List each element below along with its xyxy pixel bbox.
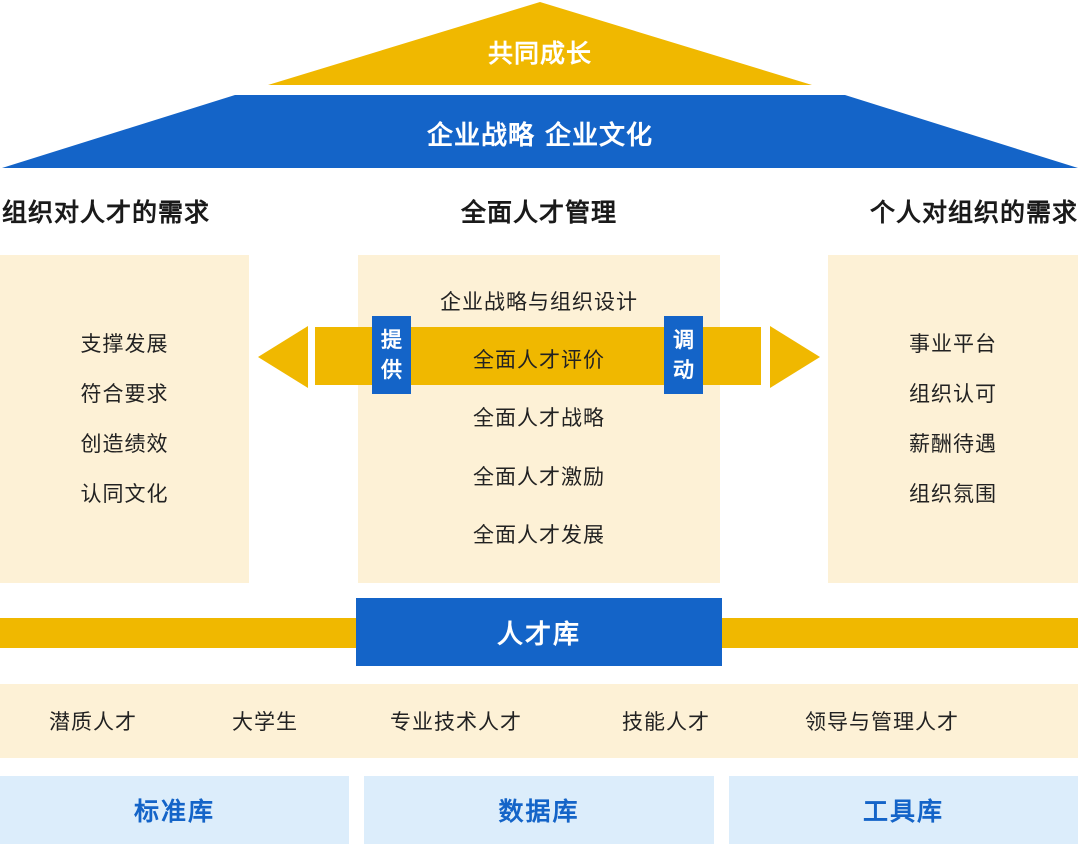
center-item: 全面人才激励 — [473, 465, 605, 489]
roof-mid-label: 企业战略 企业文化 — [426, 120, 654, 151]
center-item: 全面人才战略 — [473, 406, 605, 430]
center-item: 企业战略与组织设计 — [440, 290, 638, 314]
left-panel — [0, 255, 249, 583]
right-column-heading: 个人对组织的需求 — [869, 198, 1078, 227]
right-item: 组织认可 — [909, 382, 997, 406]
provide-label: 提 供 — [372, 316, 411, 394]
provide-char-1: 提 — [381, 328, 402, 352]
roof-top-triangle — [268, 2, 812, 85]
mobilize-char-1: 调 — [673, 328, 694, 352]
talent-pool-label: 人才库 — [356, 598, 722, 666]
database-box: 数据库 — [364, 776, 714, 844]
standards-library-box: 标准库 — [0, 776, 349, 844]
talent-category: 潜质人才 — [49, 710, 137, 734]
left-arrowhead — [258, 326, 308, 388]
talent-category: 技能人才 — [622, 710, 710, 734]
roof-top-label: 共同成长 — [487, 39, 592, 68]
center-item: 全面人才发展 — [473, 523, 605, 547]
talent-category: 领导与管理人才 — [805, 710, 959, 734]
left-item: 创造绩效 — [80, 432, 169, 456]
talent-categories-row — [0, 684, 1078, 758]
right-item: 事业平台 — [909, 332, 997, 356]
center-column-heading: 全面人才管理 — [460, 198, 617, 227]
right-item: 组织氛围 — [909, 482, 997, 506]
tools-library-box: 工具库 — [729, 776, 1078, 844]
mobilize-char-2: 动 — [673, 358, 694, 382]
left-column-heading: 组织对人才的需求 — [2, 198, 211, 227]
provide-char-2: 供 — [381, 358, 402, 382]
right-item: 薪酬待遇 — [909, 432, 997, 456]
mobilize-label: 调 动 — [664, 316, 703, 394]
talent-category: 专业技术人才 — [390, 710, 522, 734]
center-panel — [358, 255, 720, 583]
left-item: 认同文化 — [80, 482, 169, 506]
left-item: 支撑发展 — [80, 332, 169, 356]
talent-category: 大学生 — [232, 710, 298, 734]
center-item: 全面人才评价 — [473, 348, 605, 372]
roof-blue-band — [2, 95, 1078, 168]
left-item: 符合要求 — [80, 382, 169, 406]
right-arrowhead — [770, 326, 820, 388]
right-panel — [828, 255, 1078, 583]
